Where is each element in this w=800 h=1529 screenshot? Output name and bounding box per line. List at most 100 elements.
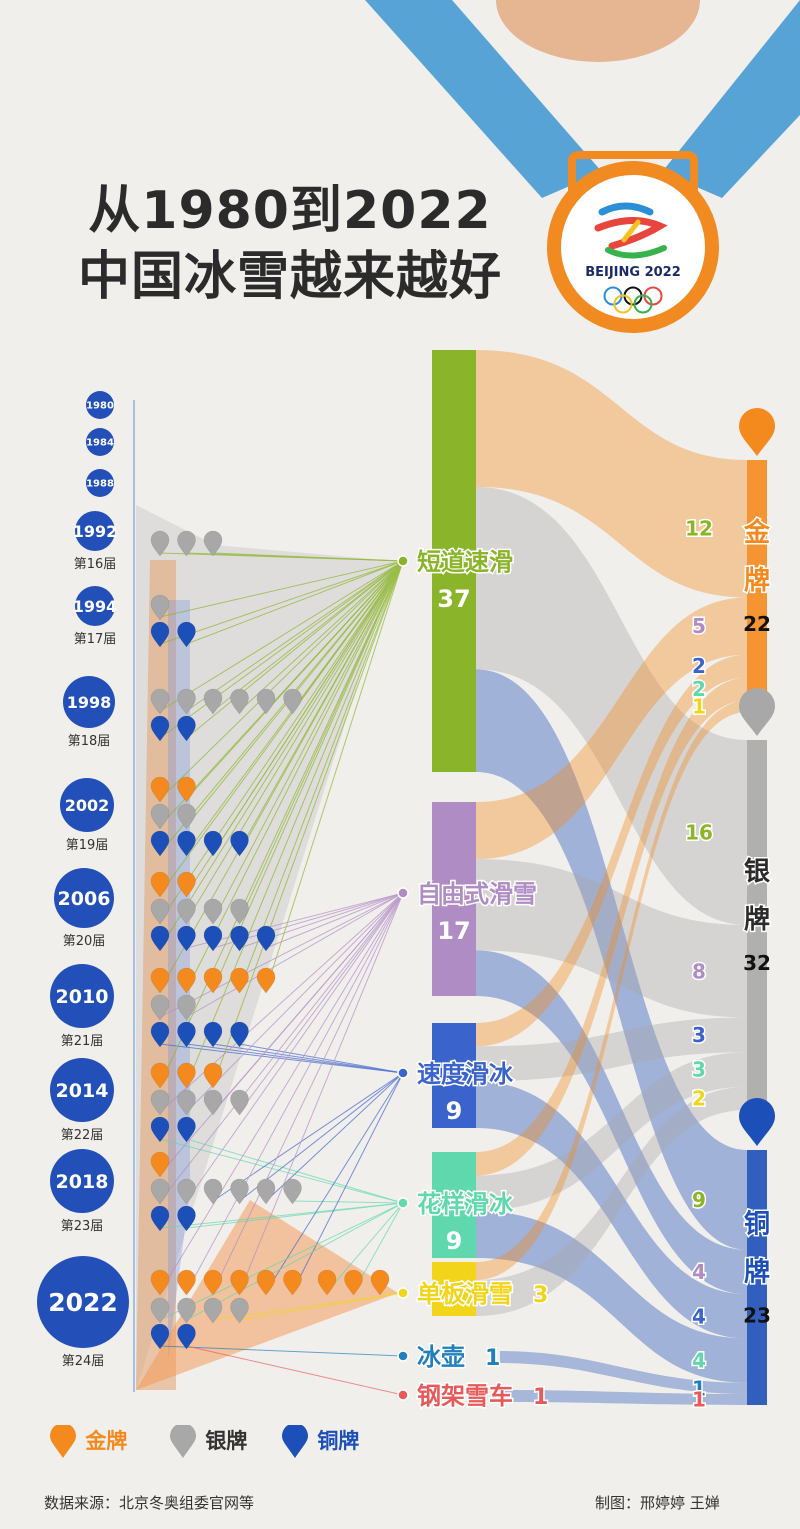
medal-total: 22 <box>743 612 771 636</box>
session-label: 第22届 <box>61 1128 104 1143</box>
flow-band <box>476 950 747 1295</box>
medal-link-line <box>212 552 404 562</box>
gold-medal-pin-icon <box>177 1269 196 1296</box>
medal-link-line <box>186 560 404 922</box>
medal-bar <box>747 460 767 712</box>
medal-link-line <box>212 560 404 712</box>
medal-link-line <box>186 1345 404 1396</box>
legend-gold: 金牌 <box>48 1423 127 1459</box>
bronze-medal-pin-icon <box>177 715 196 742</box>
flow-band <box>476 1210 747 1383</box>
silver-medal-pin-icon <box>256 1178 276 1205</box>
year-label: 1984 <box>86 438 114 449</box>
gold-pin-icon <box>739 408 775 456</box>
year-circle <box>50 1149 114 1213</box>
bronze-medal-pin-icon <box>150 925 170 952</box>
bronze-medal-pin-icon <box>150 1323 170 1350</box>
year-circle <box>60 778 114 832</box>
medal-link-line <box>159 1202 404 1321</box>
sport-label: 速度滑冰 <box>417 1060 514 1088</box>
gold-pin-icon <box>50 1423 76 1458</box>
flow-value-label: 2 <box>692 1086 706 1110</box>
medal-link-line <box>326 1202 404 1293</box>
gold-medal-pin-icon <box>150 1151 170 1178</box>
medal-link-line <box>186 1202 404 1229</box>
silver-medal-pin-icon <box>203 1297 223 1324</box>
bronze-medal-pin-icon <box>150 1205 170 1232</box>
medal-link-line <box>159 560 404 949</box>
year-marker-1988: 1988 <box>86 469 114 497</box>
gold-medal-pin-icon <box>150 1269 170 1296</box>
sport-bar <box>432 1023 476 1128</box>
gold-medal-pin-icon <box>203 1062 223 1089</box>
silver-pin-icon <box>739 688 775 736</box>
medal-link-line <box>186 560 404 712</box>
session-label: 第16届 <box>74 557 117 572</box>
sport-total: 3 <box>533 1283 548 1308</box>
silver-medal-pin-icon <box>150 688 170 715</box>
medal-link-line <box>159 892 404 1202</box>
bronze-pin-icon <box>739 1098 775 1146</box>
medal-link-line <box>212 1043 404 1074</box>
year-circle <box>75 511 115 551</box>
flow-value-label: 2 <box>692 654 706 678</box>
sport-total: 1 <box>533 1385 548 1410</box>
medal-link-line <box>159 560 404 854</box>
medal-link-line <box>186 560 404 991</box>
sport-dot <box>397 1067 409 1079</box>
gold-medal-pin-icon <box>256 1269 276 1296</box>
silver-medal-pin-icon <box>283 688 302 715</box>
silver-medal-pin-icon <box>150 898 170 925</box>
medal-name-char: 牌 <box>744 565 770 596</box>
gold-medal-pin-icon <box>256 967 276 994</box>
silver-medal-pin-icon <box>203 688 223 715</box>
medal-link-line <box>265 1072 404 1293</box>
session-label: 第20届 <box>63 934 106 949</box>
medal-link-line <box>159 560 404 712</box>
medal-link-line <box>239 892 404 1113</box>
gold-medal-pin-icon <box>177 871 196 898</box>
flow-band <box>476 1086 747 1316</box>
medal-link-line <box>159 560 404 645</box>
medal-name-char: 牌 <box>744 904 770 935</box>
medal-link-line <box>159 560 404 1086</box>
medal-link-line <box>186 560 404 739</box>
silver-medal-pin-icon <box>256 688 276 715</box>
sport-label: 冰壶 <box>417 1343 465 1371</box>
medal-link-line <box>186 560 404 895</box>
sport-total: 9 <box>446 1227 463 1255</box>
flow-value-label: 5 <box>692 614 706 638</box>
silver-medal-pin-icon <box>150 1178 170 1205</box>
medal-link-line <box>186 892 404 1113</box>
medal-link-line <box>212 560 404 1086</box>
bronze-medal-pin-icon <box>177 1323 196 1350</box>
medal-link-line <box>186 892 404 949</box>
medal-link-line <box>159 892 404 1018</box>
bronze-medal-pin-icon <box>230 830 249 857</box>
bronze-medal-pin-icon <box>203 830 223 857</box>
gold-medal-pin-icon <box>283 1269 302 1296</box>
sport-dot <box>397 555 409 567</box>
legend-silver-label: 银牌 <box>205 1429 248 1453</box>
medal-link-line <box>239 560 404 991</box>
medal-link-line <box>159 1345 404 1357</box>
silver-medal-pin-icon <box>150 594 170 621</box>
sport-bar <box>432 350 476 772</box>
gold-medal-pin-icon <box>344 1269 363 1296</box>
medal-link-line <box>239 560 404 922</box>
medal-link-line <box>159 892 404 1175</box>
medal-bar <box>747 740 767 1110</box>
medal-name-char: 铜 <box>744 1210 770 1240</box>
title-line-1: 从1980到2022 <box>88 181 492 241</box>
neck-shape <box>496 0 700 62</box>
silver-medal-pin-icon <box>150 530 170 557</box>
